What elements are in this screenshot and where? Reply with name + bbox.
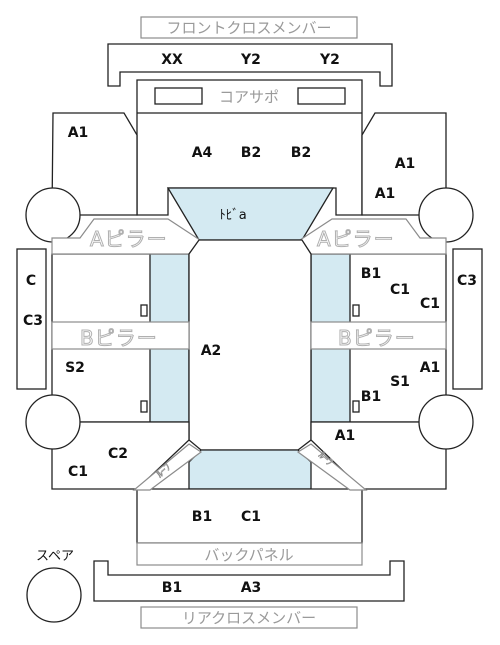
roof-grade: A2 [201, 343, 222, 359]
right-rocker-grade: C3 [457, 273, 477, 289]
core-support-left-box [154, 87, 203, 105]
b-pillar-right-band [310, 321, 447, 350]
hood-grade-3: B2 [291, 145, 311, 161]
hood-grade-2: B2 [241, 145, 261, 161]
b-pillar-left-band [51, 321, 190, 350]
front-member-grade-1: XX [161, 52, 183, 68]
rear-left-door-grade: S2 [65, 360, 85, 376]
trunk-grade-1: B1 [192, 509, 212, 525]
rear-right-wheel [418, 394, 474, 450]
left-rear-door-handle [140, 400, 148, 413]
a-pillar-right-label: Aピラー [317, 227, 395, 251]
left-rocker-panel [16, 248, 47, 390]
right-front-fender [361, 112, 447, 216]
trunk-grade-2: C1 [241, 509, 261, 525]
b-pillar-left-label: Bピラー [80, 326, 158, 350]
core-support-label: コアサポ [219, 88, 279, 106]
roof-rail-left [132, 443, 203, 491]
front-right-door-grade-3: C1 [420, 296, 440, 312]
front-right-door-grade-2: C1 [390, 282, 410, 298]
b-pillar-right-label: Bピラー [338, 326, 416, 350]
right-rocker-panel [452, 248, 483, 390]
rear-right-quarter-grade: A1 [335, 428, 356, 444]
right-front-door-handle [352, 304, 360, 317]
rear-member-bracket [93, 560, 405, 602]
a-pillar-left-label: Aピラー [90, 227, 168, 251]
rear-right-door-grade-3: B1 [361, 389, 381, 405]
left-front-door-handle [140, 304, 148, 317]
front-member-bracket [107, 43, 393, 87]
left-c-pillar-grade: C [26, 273, 36, 289]
rear-right-door-grade-2: S1 [390, 374, 410, 390]
left-rocker-grade: C3 [23, 313, 43, 329]
right-fender-grade-2: A1 [375, 186, 396, 202]
right-fender-grade-1: A1 [395, 156, 416, 172]
front-member-grade-2: Y2 [240, 52, 261, 68]
front-left-wheel [25, 187, 81, 243]
spare-label: スペア [36, 549, 74, 564]
rear-member-grade-2: A3 [241, 580, 262, 596]
a-pillar-left-band [51, 218, 201, 255]
right-rear-door-handle [352, 400, 360, 413]
front-right-wheel [418, 187, 474, 243]
front-cross-member-banner [140, 16, 358, 39]
rear-window [188, 449, 312, 490]
rear-member-grade-1: B1 [162, 580, 182, 596]
hood-panel [136, 79, 363, 216]
rear-cross-member-label: リアクロスメンバー [182, 609, 316, 627]
rear-right-door-grade-1: A1 [420, 360, 441, 376]
core-support-right-box [297, 87, 346, 105]
rear-left-wheel [25, 394, 81, 450]
back-panel-band [136, 542, 363, 566]
spare-tire [26, 567, 82, 623]
floor-label: ﾄﾋﾞa [219, 208, 246, 223]
rear-cross-member-banner [140, 606, 358, 629]
front-right-door-grade-1: B1 [361, 266, 381, 282]
front-cross-member-label: フロントクロスメンバー [166, 19, 331, 37]
rear-left-quarter-grade-1: C2 [108, 446, 128, 462]
windshield [166, 187, 335, 241]
rear-left-quarter-grade-2: C1 [68, 464, 88, 480]
roof-rail-right [296, 443, 368, 491]
front-member-grade-3: Y2 [319, 52, 340, 68]
left-fender-grade: A1 [68, 125, 89, 141]
back-panel-label: バックパネル [204, 546, 293, 564]
hood-grade-1: A4 [192, 145, 213, 161]
